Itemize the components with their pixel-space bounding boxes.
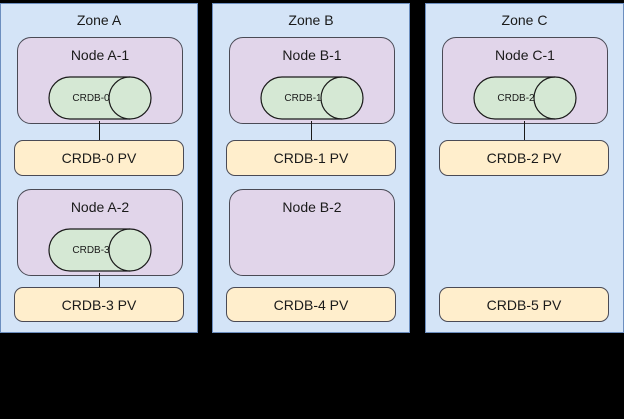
database-label-crdb-3: CRDB-3 (72, 244, 110, 256)
database-cylinder-crdb-0[interactable]: CRDB-0 (48, 76, 152, 120)
zone-a-title: Zone A (76, 12, 122, 28)
pv-crdb-3[interactable]: CRDB-3 PV (14, 287, 184, 322)
node-a-2-title: Node A-2 (70, 199, 130, 215)
connector-crdb-3-to-pv (99, 273, 100, 289)
connector-crdb-0-to-pv (99, 121, 100, 141)
database-label-crdb-1: CRDB-1 (284, 92, 322, 104)
zone-b-container[interactable]: Zone B Node B-1 CRDB-1 CRDB-1 PV Node B-… (212, 3, 410, 333)
zone-c-title: Zone C (501, 12, 548, 28)
node-a-2[interactable]: Node A-2 CRDB-3 (17, 189, 183, 276)
node-c-1-title: Node C-1 (495, 47, 555, 63)
pv-crdb-2[interactable]: CRDB-2 PV (439, 140, 609, 176)
database-cylinder-crdb-3[interactable]: CRDB-3 (48, 228, 152, 272)
zone-b-title: Zone B (288, 12, 334, 28)
database-label-crdb-0: CRDB-0 (72, 92, 110, 104)
node-b-2-title: Node B-2 (282, 199, 342, 215)
pv-crdb-5[interactable]: CRDB-5 PV (439, 287, 609, 322)
database-cylinder-crdb-1[interactable]: CRDB-1 (260, 76, 364, 120)
node-b-1-title: Node B-1 (282, 47, 342, 63)
zone-c-container[interactable]: Zone C Node C-1 CRDB-2 CRDB-2 PV CRDB-5 … (425, 3, 624, 333)
connector-crdb-1-to-pv (311, 121, 312, 141)
database-cylinder-crdb-2[interactable]: CRDB-2 (473, 76, 577, 120)
node-a-1-title: Node A-1 (70, 47, 130, 63)
node-b-1[interactable]: Node B-1 CRDB-1 (229, 37, 395, 124)
pv-crdb-4[interactable]: CRDB-4 PV (226, 287, 396, 322)
connector-crdb-2-to-pv (524, 121, 525, 141)
node-c-1[interactable]: Node C-1 CRDB-2 (442, 37, 608, 124)
node-a-1[interactable]: Node A-1 CRDB-0 (17, 37, 183, 124)
database-label-crdb-2: CRDB-2 (497, 92, 535, 104)
zone-a-container[interactable]: Zone A Node A-1 CRDB-0 CRDB-0 PV Node A-… (0, 3, 198, 333)
node-b-2[interactable]: Node B-2 (229, 189, 395, 276)
pv-crdb-1[interactable]: CRDB-1 PV (226, 140, 396, 176)
pv-crdb-0[interactable]: CRDB-0 PV (14, 140, 184, 176)
